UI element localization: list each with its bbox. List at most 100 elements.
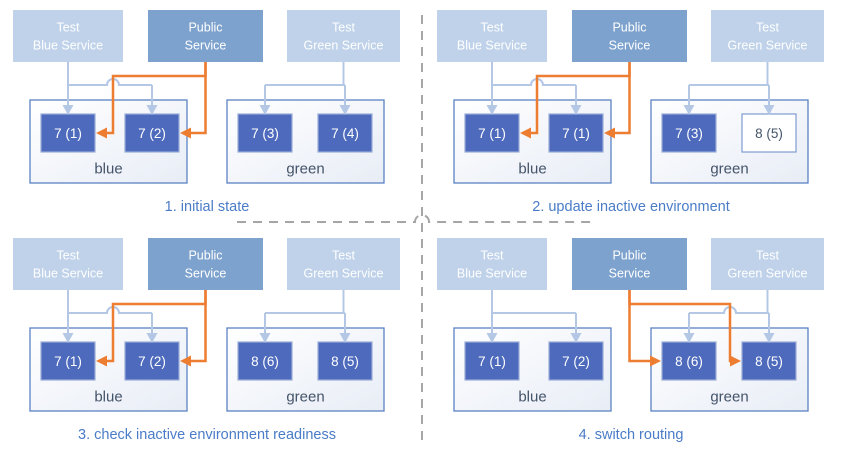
service-label-public-service-line1: Public — [188, 249, 222, 263]
test-blue-route-pod1-arrowhead-icon — [62, 105, 74, 115]
pod-box-blue-1 — [464, 113, 520, 153]
pod-box-green-1 — [661, 341, 717, 381]
public-route-b-arrowhead-icon — [180, 127, 191, 139]
public-route-a-arrowhead-icon — [730, 355, 741, 367]
test-green-route-pod1-arrowhead-icon — [683, 333, 695, 343]
service-label-test-blue-service-line1: Test — [57, 249, 80, 263]
pod-label-blue-2: 7 (2) — [138, 126, 166, 141]
environment-label-green: green — [286, 161, 324, 178]
environment-label-green: green — [286, 389, 324, 406]
service-label-test-blue-service-line2: Blue Service — [457, 39, 527, 53]
pod-box-blue-2 — [124, 341, 180, 381]
public-route-line-b — [628, 290, 650, 363]
pod-box-green-2 — [317, 113, 373, 153]
pod-box-green-2 — [741, 113, 797, 153]
panel-caption: 4. switch routing — [579, 427, 684, 443]
horizontal-dashed-separator — [237, 214, 591, 223]
test-green-route-pod2-arrowhead-icon — [763, 105, 775, 115]
test-blue-route-bus-line — [68, 306, 152, 314]
test-green-route-pod1-arrowhead-icon — [683, 105, 695, 115]
environment-label-blue: blue — [518, 161, 546, 178]
panel-caption: 2. update inactive environment — [532, 199, 730, 215]
environment-label-blue: blue — [518, 389, 546, 406]
panel-caption: 3. check inactive environment readiness — [78, 427, 336, 443]
pod-label-blue-2: 7 (1) — [562, 126, 590, 141]
service-box-public-service — [148, 10, 263, 62]
test-blue-route-pod1-arrowhead-icon — [486, 105, 498, 115]
service-label-public-service-line1: Public — [612, 249, 646, 263]
service-label-test-blue-service-line1: Test — [57, 21, 80, 35]
pod-box-blue-2 — [548, 113, 604, 153]
public-route-a-arrowhead-icon — [96, 127, 107, 139]
pod-box-green-1 — [661, 113, 717, 153]
environment-label-green: green — [710, 161, 748, 178]
public-route-a-arrowhead-icon — [96, 355, 107, 367]
pod-label-green-1: 8 (6) — [675, 354, 703, 369]
public-route-b-arrowhead-icon — [180, 355, 191, 367]
service-label-test-green-service-line2: Green Service — [304, 267, 384, 281]
service-label-public-service-line2: Service — [185, 39, 227, 53]
service-label-public-service-line2: Service — [185, 267, 227, 281]
service-box-test-blue-service — [437, 10, 547, 62]
pod-label-green-1: 7 (3) — [251, 126, 279, 141]
service-box-test-blue-service — [437, 238, 547, 290]
service-box-public-service — [572, 238, 687, 290]
test-blue-route-bus-line — [492, 78, 576, 86]
pod-label-green-1: 8 (6) — [251, 354, 279, 369]
pod-box-blue-2 — [124, 113, 180, 153]
service-label-test-blue-service-line1: Test — [481, 21, 504, 35]
test-green-route-pod1-arrowhead-icon — [259, 333, 271, 343]
service-label-test-green-service-line2: Green Service — [304, 39, 384, 53]
public-route-line-b — [615, 62, 631, 135]
pod-box-blue-2 — [548, 341, 604, 381]
service-box-public-service — [148, 238, 263, 290]
panel-caption: 1. initial state — [165, 199, 250, 215]
service-label-test-green-service-line1: Test — [756, 249, 779, 263]
service-label-test-blue-service-line2: Blue Service — [33, 39, 103, 53]
test-blue-route-bus-line — [68, 78, 152, 86]
pod-label-green-2: 8 (5) — [755, 126, 783, 141]
test-blue-route-pod1-arrowhead-icon — [486, 333, 498, 343]
public-route-line-b — [191, 62, 207, 135]
public-route-b-arrowhead-icon — [604, 127, 615, 139]
service-box-test-green-service — [287, 10, 400, 62]
test-green-route-pod2-arrowhead-icon — [339, 333, 351, 343]
service-label-public-service-line2: Service — [609, 39, 651, 53]
test-blue-route-pod2-arrowhead-icon — [146, 105, 158, 115]
service-label-public-service-line1: Public — [188, 21, 222, 35]
service-box-test-blue-service — [13, 238, 123, 290]
service-box-test-green-service — [287, 238, 400, 290]
public-route-b-arrowhead-icon — [650, 355, 661, 367]
pod-label-green-1: 7 (3) — [675, 126, 703, 141]
service-label-public-service-line1: Public — [612, 21, 646, 35]
service-label-test-blue-service-line2: Blue Service — [33, 267, 103, 281]
pod-box-blue-1 — [464, 341, 520, 381]
test-blue-route-pod2-arrowhead-icon — [570, 333, 582, 343]
test-blue-route-pod2-arrowhead-icon — [570, 105, 582, 115]
pod-label-blue-1: 7 (1) — [54, 354, 82, 369]
pod-label-blue-1: 7 (1) — [478, 126, 506, 141]
pod-label-blue-1: 7 (1) — [478, 354, 506, 369]
test-green-route-pod2-arrowhead-icon — [763, 333, 775, 343]
service-label-test-green-service-line1: Test — [332, 249, 355, 263]
public-route-a-arrowhead-icon — [520, 127, 531, 139]
pod-label-green-2: 7 (4) — [331, 126, 359, 141]
pod-label-blue-1: 7 (1) — [54, 126, 82, 141]
service-box-test-green-service — [711, 10, 824, 62]
service-box-test-green-service — [711, 238, 824, 290]
service-label-test-blue-service-line2: Blue Service — [457, 267, 527, 281]
service-label-test-blue-service-line1: Test — [481, 249, 504, 263]
service-label-test-green-service-line2: Green Service — [728, 39, 808, 53]
service-label-test-green-service-line1: Test — [332, 21, 355, 35]
pod-label-blue-2: 7 (2) — [138, 354, 166, 369]
service-box-public-service — [572, 10, 687, 62]
test-green-route-pod2-arrowhead-icon — [339, 105, 351, 115]
test-blue-route-pod2-arrowhead-icon — [146, 333, 158, 343]
pod-box-blue-1 — [40, 113, 96, 153]
